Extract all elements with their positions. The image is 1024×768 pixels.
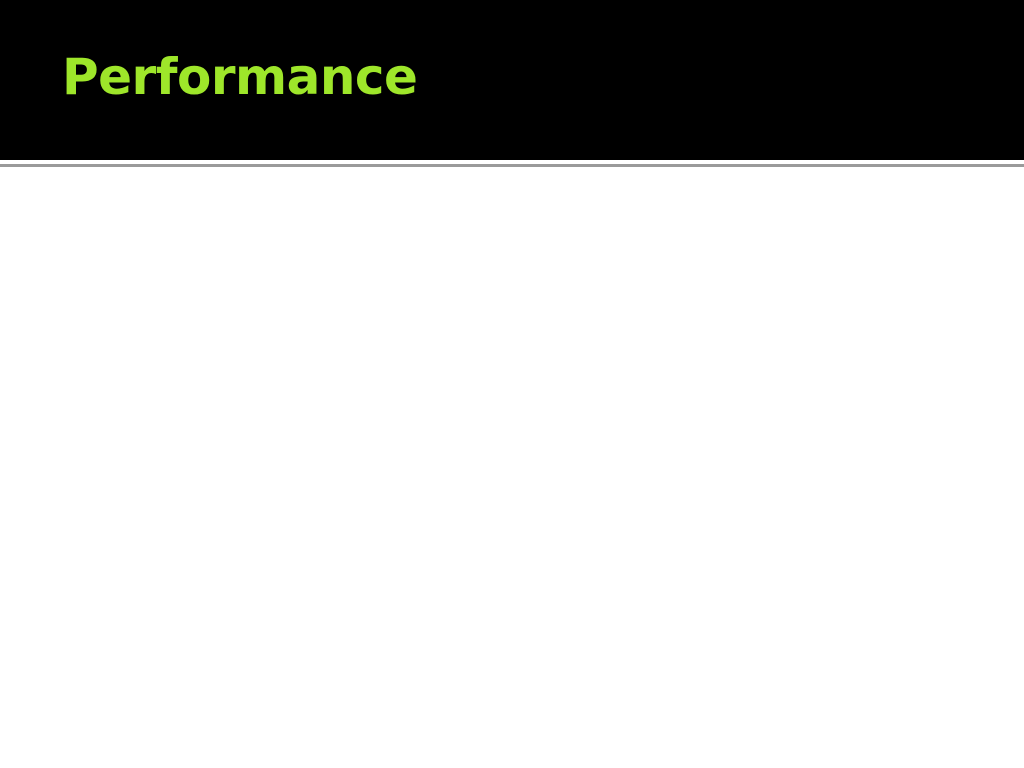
title-divider: [0, 164, 1024, 167]
title-bar: Performance: [0, 0, 1024, 160]
slide-title: Performance: [62, 48, 418, 106]
slide-content-area: [0, 167, 1024, 768]
title-divider-highlight: [0, 160, 1024, 164]
